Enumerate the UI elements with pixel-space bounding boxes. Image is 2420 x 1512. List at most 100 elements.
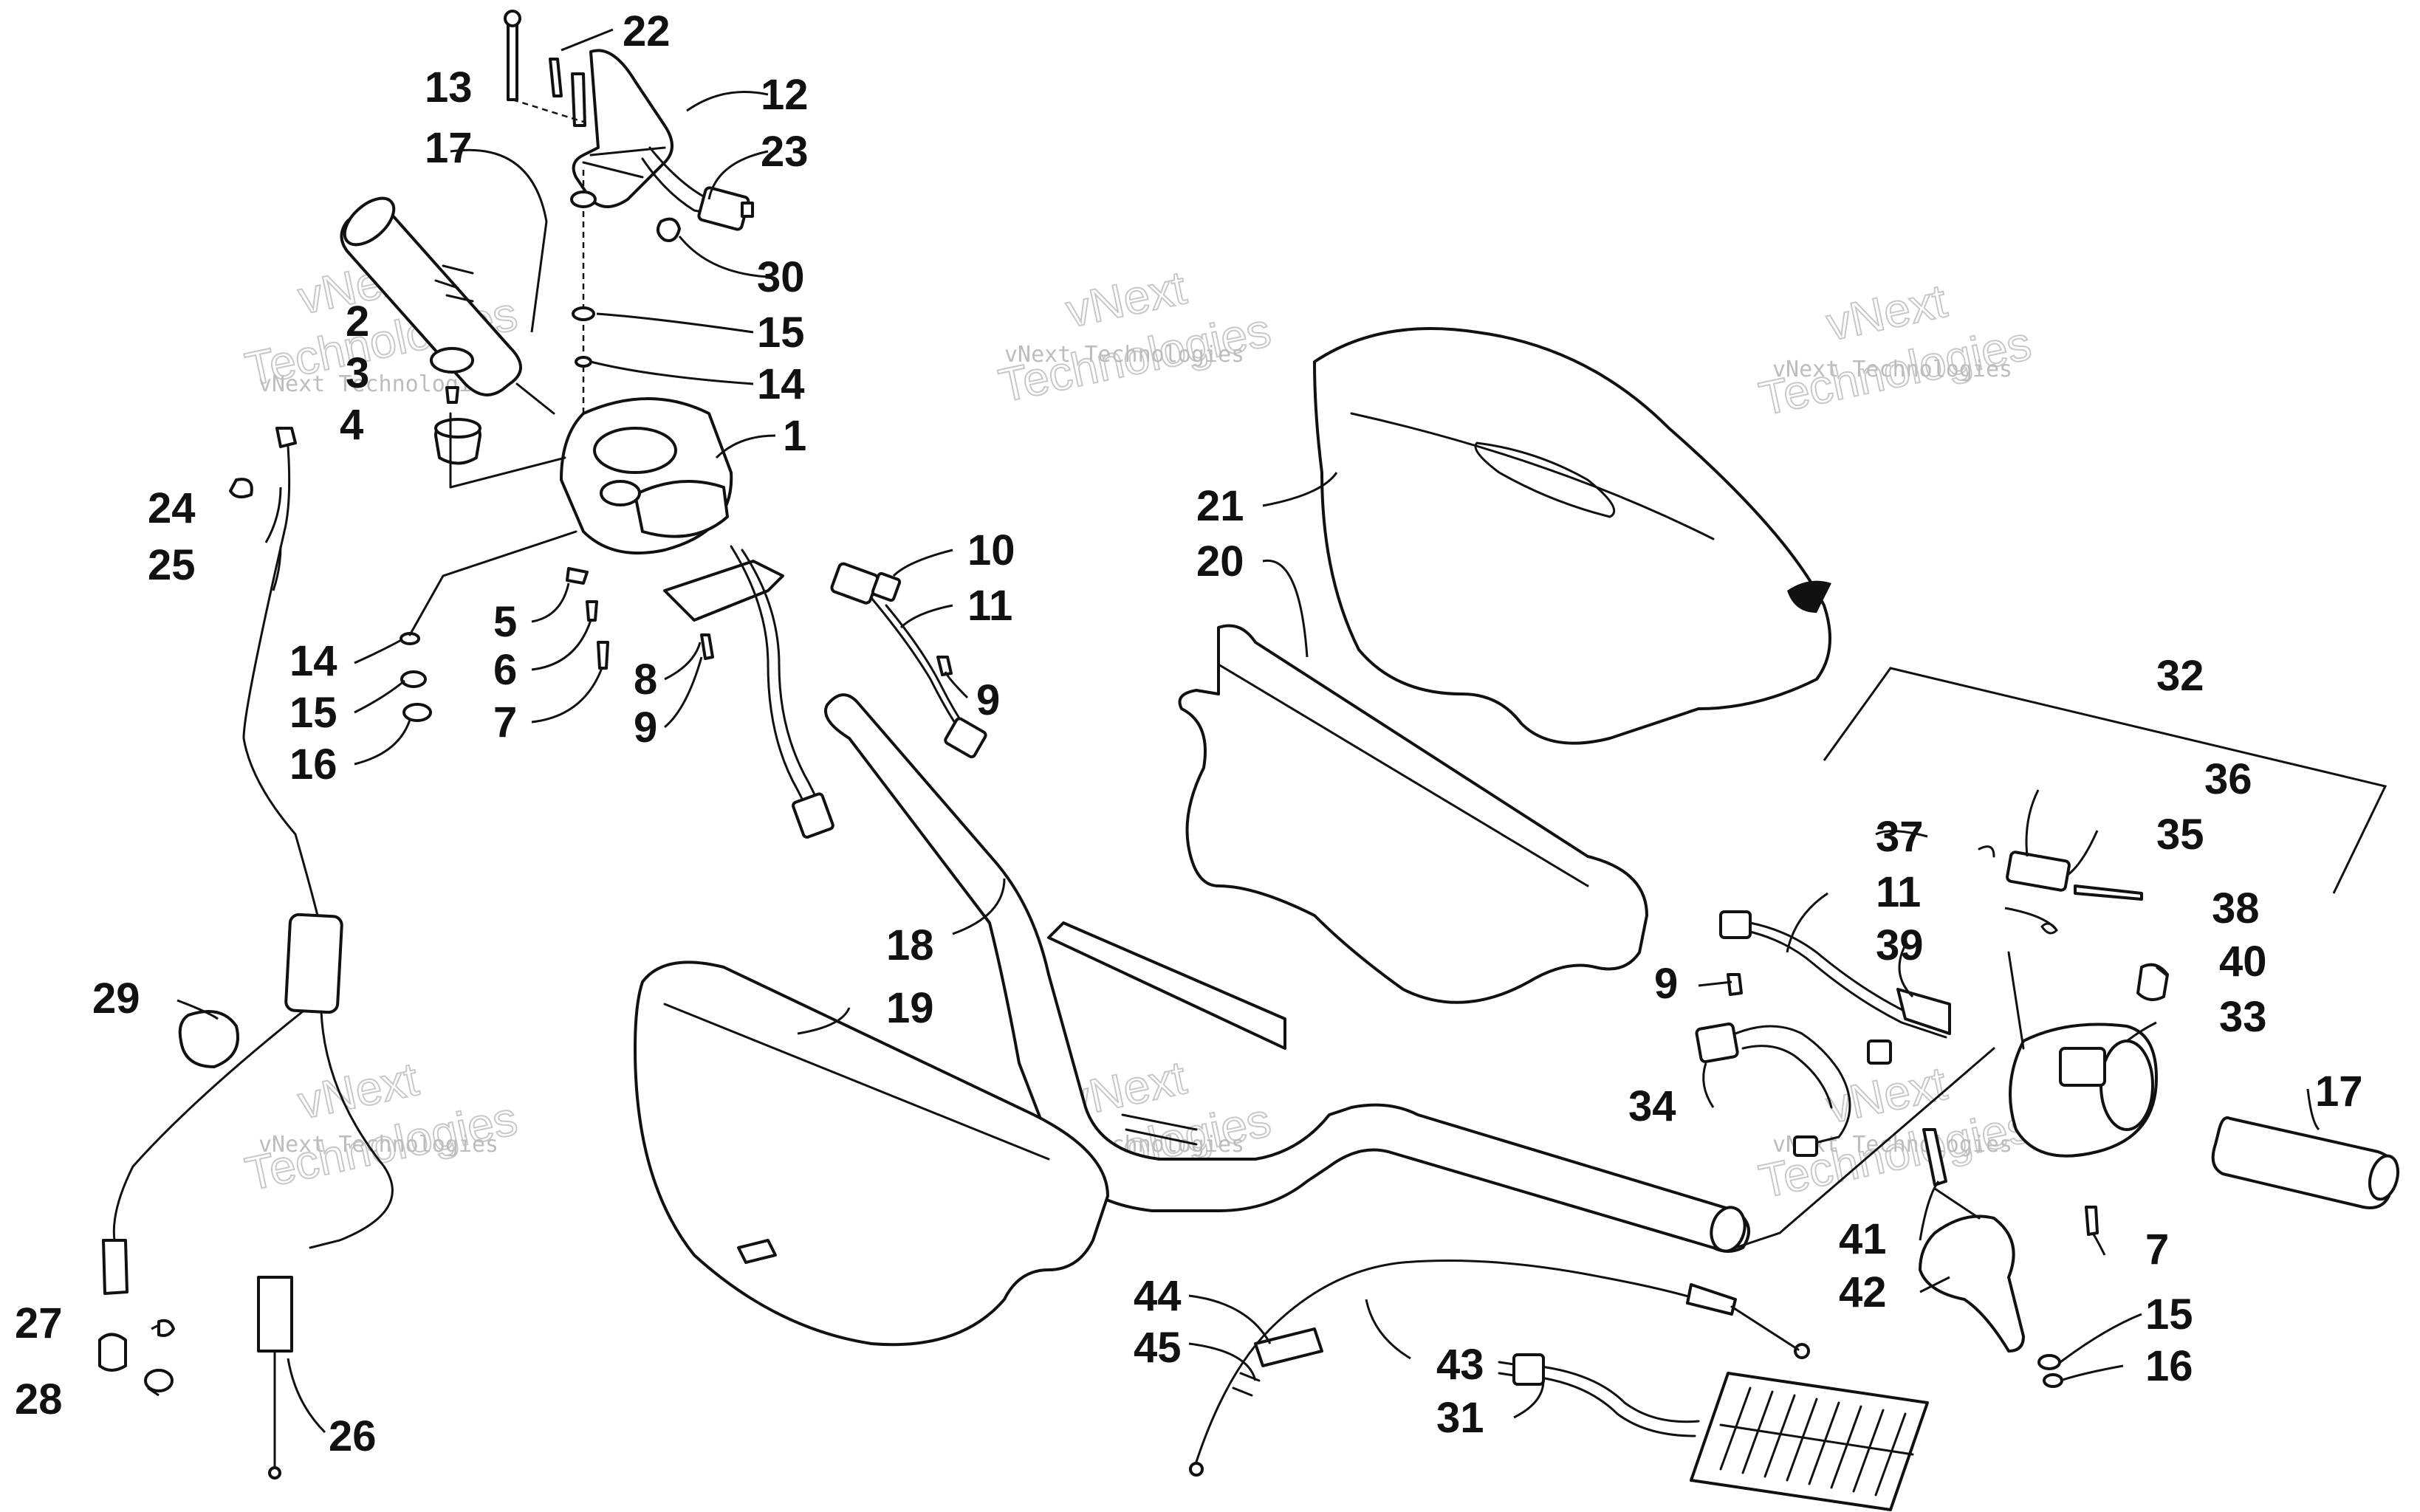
callout-14-top: 14 <box>757 360 805 408</box>
callout-20: 20 <box>1196 537 1244 585</box>
callout-7-right: 7 <box>2145 1226 2169 1274</box>
handlebar-part-18 <box>824 693 1750 1253</box>
hand-guard-part-19 <box>634 961 1109 1347</box>
callout-39: 39 <box>1876 921 1924 969</box>
heater-part-31 <box>1498 1353 1929 1511</box>
housing-leader-lines <box>449 382 566 489</box>
screw-part-7-right <box>2085 1206 2099 1236</box>
harness-left <box>730 545 814 821</box>
callout-34: 34 <box>1628 1082 1676 1130</box>
callout-33: 33 <box>2219 993 2267 1041</box>
callout-42: 42 <box>1839 1268 1887 1316</box>
callout-22: 22 <box>623 7 671 55</box>
callout-10: 10 <box>967 526 1015 574</box>
washer-part-15-right <box>2037 1354 2061 1370</box>
callout-4: 4 <box>340 401 363 449</box>
screw-part-7-left <box>597 641 609 670</box>
plug-part-4 <box>434 418 481 465</box>
clip-part-5 <box>566 567 589 585</box>
callout-7-left: 7 <box>493 698 517 746</box>
wire-part-11-right <box>1719 910 1951 1039</box>
cable-part-25 <box>242 427 343 1014</box>
mount-part-20 <box>1178 624 1648 1004</box>
callout-25: 25 <box>148 541 196 589</box>
callout-26: 26 <box>329 1412 377 1460</box>
right-guide-lines <box>1933 951 2025 1220</box>
callout-19: 19 <box>886 984 934 1032</box>
washer-part-14-top <box>575 356 592 368</box>
cap-part-2 <box>430 347 474 374</box>
left-grip-part-17 <box>340 196 522 396</box>
callout-3: 3 <box>346 349 369 397</box>
screw-part-9-c <box>1727 973 1743 996</box>
callout-41: 41 <box>1839 1215 1887 1263</box>
callout-28: 28 <box>15 1375 63 1423</box>
lever-part-12 <box>572 49 673 208</box>
cable-branch-right <box>309 1010 394 1249</box>
watermark-4-line3: vNext Technologies <box>258 1132 498 1158</box>
windshield-part-21 <box>1313 327 1831 745</box>
screw-part-9-a <box>700 633 714 660</box>
assembly-bracket-32 <box>1823 667 2388 894</box>
callout-16-right: 16 <box>2145 1342 2193 1390</box>
plug-part-40 <box>2136 963 2169 1001</box>
callout-24: 24 <box>148 484 196 532</box>
callout-30: 30 <box>757 253 805 301</box>
callout-13: 13 <box>425 63 473 111</box>
strap-part-29 <box>178 1010 239 1068</box>
callout-43: 43 <box>1436 1341 1484 1389</box>
right-grip-part-17 <box>2211 1116 2400 1209</box>
callout-40: 40 <box>2219 938 2267 986</box>
callout-29: 29 <box>92 975 140 1023</box>
harness-part-34 <box>1695 1022 1892 1157</box>
harness-part-23 <box>641 146 754 231</box>
nut-part-16-right <box>2043 1373 2063 1388</box>
callout-9-bracket: 9 <box>634 704 657 752</box>
callout-37: 37 <box>1876 813 1924 861</box>
callout-15-right: 15 <box>2145 1291 2193 1339</box>
callout-labels: 22 13 12 17 23 30 2 15 3 14 4 1 24 25 10… <box>15 7 2363 1460</box>
clip-part-30 <box>657 217 681 242</box>
washer-part-15-low <box>400 670 427 688</box>
callout-9-right: 9 <box>1654 960 1678 1008</box>
callout-2: 2 <box>346 298 369 346</box>
switch-part-36 <box>2006 850 2071 892</box>
callout-18: 18 <box>886 921 934 969</box>
connector-left <box>792 792 834 839</box>
leader-lines <box>147 28 2320 1434</box>
screw-part-3 <box>445 386 459 404</box>
pin-part-41 <box>1922 1128 1947 1186</box>
washer-guide-line <box>408 530 577 636</box>
connector-part-26 <box>257 1276 293 1480</box>
callout-11-left: 11 <box>967 582 1012 630</box>
callout-16-low: 16 <box>289 740 337 788</box>
cable-branch-left <box>112 1010 304 1242</box>
watermark-3-line3: vNext Technologies <box>1772 357 2012 382</box>
pin-part-37 <box>1978 845 1995 858</box>
callout-5: 5 <box>493 598 517 646</box>
watermark-2: vNext Technologies vNext Technologies <box>993 260 1275 413</box>
grip-guide-line <box>1734 1047 1995 1249</box>
callout-31: 31 <box>1436 1394 1484 1442</box>
callout-17-right: 17 <box>2315 1068 2363 1116</box>
switch-housing-part-1 <box>560 397 733 555</box>
callout-15-top: 15 <box>757 309 805 357</box>
callout-38: 38 <box>2212 884 2260 932</box>
callout-32: 32 <box>2156 652 2204 700</box>
watermark-3: vNext Technologies vNext Technologies <box>1754 273 2036 427</box>
callout-14-low: 14 <box>289 637 337 685</box>
callout-6: 6 <box>493 646 517 694</box>
callout-44: 44 <box>1134 1272 1182 1320</box>
watermark-2-line3: vNext Technologies <box>1004 342 1244 368</box>
plug-part-28 <box>98 1333 174 1392</box>
bracket-part-8 <box>663 560 784 622</box>
harness-left-2 <box>741 549 825 814</box>
washer-top <box>570 190 597 208</box>
callout-45: 45 <box>1134 1324 1182 1372</box>
callout-21: 21 <box>1196 482 1244 530</box>
callout-11-right: 11 <box>1876 868 1921 916</box>
callout-9-right-of-wire: 9 <box>976 676 1000 724</box>
wire-part-11 <box>870 597 987 759</box>
clip-part-24 <box>229 478 253 499</box>
